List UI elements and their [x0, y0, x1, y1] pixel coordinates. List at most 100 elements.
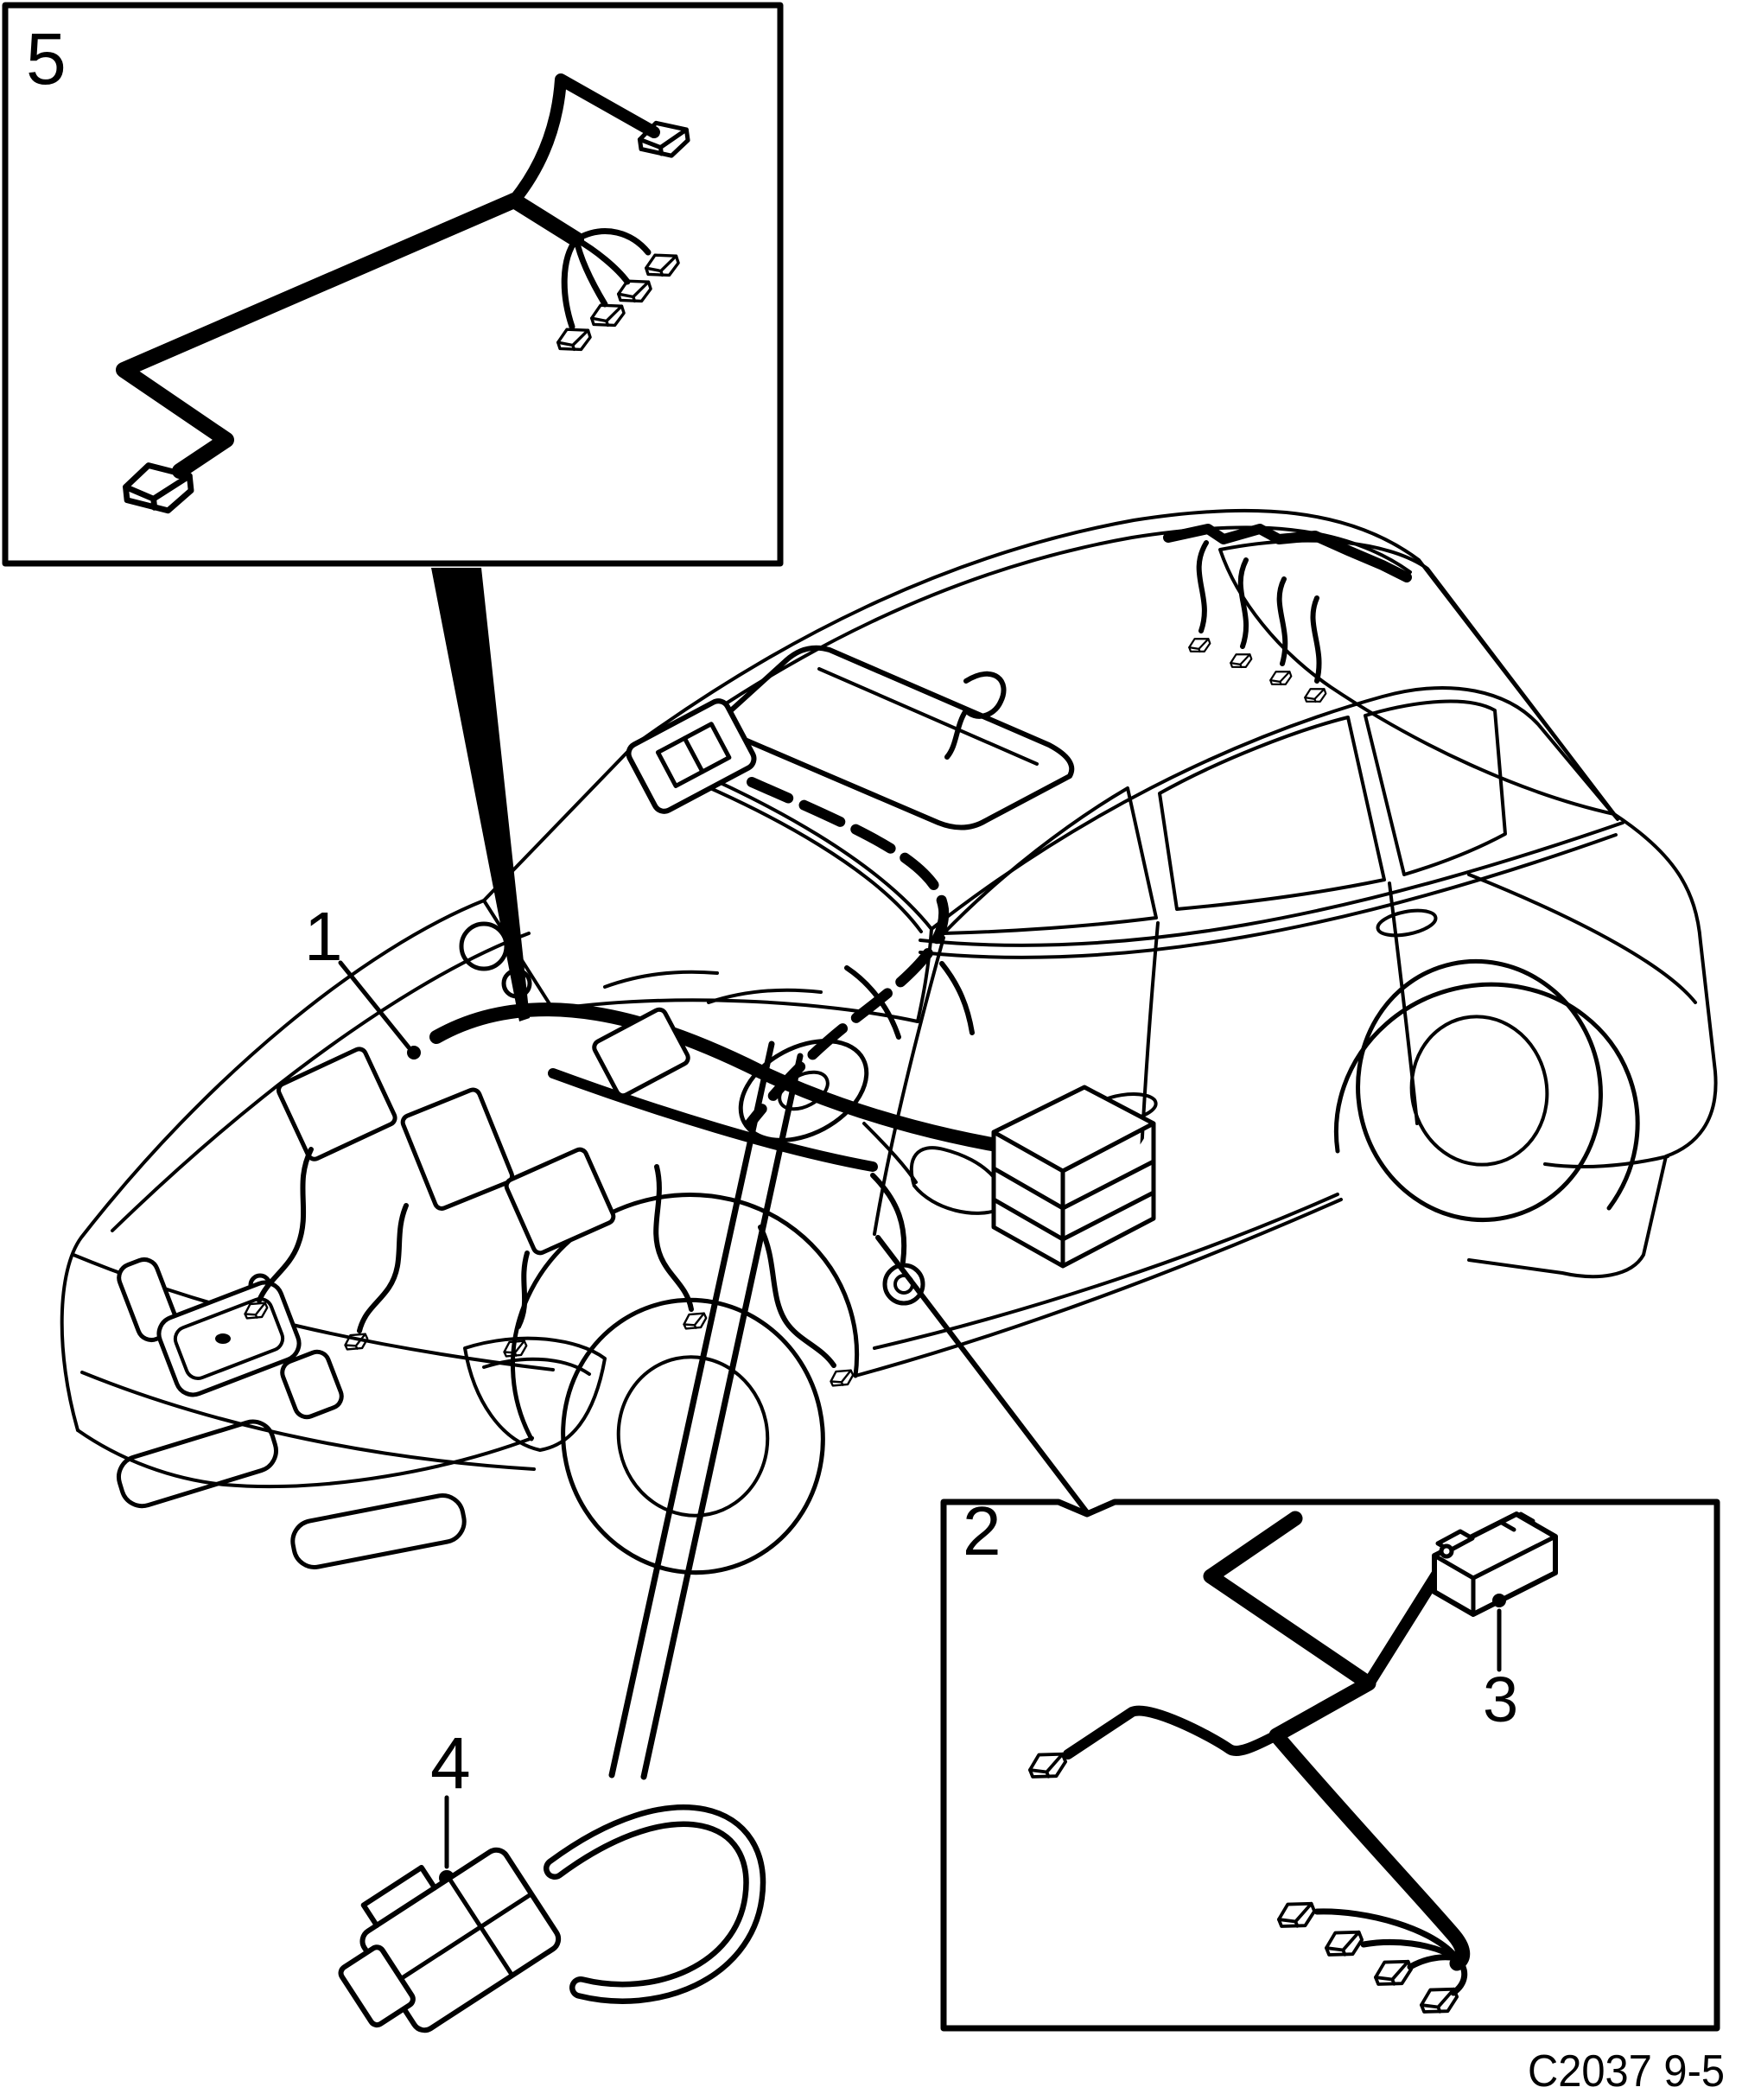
sunroof-front-edge-inner	[817, 667, 1039, 766]
bumper-intake-left	[117, 1419, 278, 1509]
harness-5-lead-3	[573, 236, 608, 308]
hood-crease	[111, 932, 531, 1232]
harness-5-trunk	[116, 193, 522, 479]
rear-door-window	[1158, 716, 1386, 911]
rear-harness-curls	[1196, 540, 1322, 684]
inset-box-5: 5	[2, 2, 784, 567]
relay-box-a	[276, 1047, 397, 1161]
relay-mount-hole	[1439, 1543, 1454, 1559]
cowl-harness-main	[429, 1002, 1083, 1163]
harness-2-lead-3	[1407, 1954, 1460, 1970]
front-wheel-arch	[510, 1193, 860, 1441]
harness-5-connector-b	[614, 273, 655, 309]
harness-2	[1024, 1511, 1558, 2021]
callout-1-leader	[338, 960, 411, 1050]
leader-car-to-box2	[875, 1235, 1090, 1515]
harness-2-connector-b	[1320, 1923, 1368, 1964]
engine-wire-4	[653, 1164, 694, 1312]
engine-wire-5	[758, 1225, 836, 1368]
door-top-rail	[930, 686, 1619, 931]
engine-bay-harness	[241, 921, 1156, 1392]
item-4-wire-loop-inner	[549, 1810, 760, 1999]
relay-box-d	[592, 1007, 690, 1098]
relay-box-b	[400, 1087, 515, 1211]
side-mirror	[909, 1146, 1006, 1215]
rear-wheel-arch	[1333, 982, 1640, 1211]
fuse-box	[991, 1085, 1156, 1269]
harness-2-trunk	[1203, 1511, 1471, 1971]
grille-end	[280, 1349, 344, 1420]
quarter-window	[1364, 699, 1507, 876]
wiper-arms	[603, 970, 823, 1004]
inset-box-2: 2	[940, 1492, 1720, 2032]
front-wheel	[510, 1193, 860, 1575]
engine-mini-connector-2	[341, 1328, 372, 1356]
cowl-line	[551, 998, 919, 1023]
callout-3: 3	[1483, 1594, 1518, 1735]
relay-body	[1432, 1511, 1558, 1617]
grommet-a	[459, 921, 509, 971]
harness-5-lead-2	[573, 236, 631, 285]
item-4-connector-nose	[338, 1944, 416, 2028]
grommet-c	[882, 1263, 925, 1306]
engine-wire-6	[870, 1173, 907, 1264]
front-door-front-seam	[873, 936, 945, 1236]
engine-mini-connector-4	[680, 1308, 710, 1335]
harness-2-lead-1	[1313, 1908, 1460, 1962]
callout-label-2: 2	[963, 1492, 1001, 1569]
roof-connector-3	[1267, 666, 1294, 690]
roof-connector-2	[1227, 649, 1255, 673]
engine-wire-1	[257, 1147, 314, 1303]
harness-2-lead-2	[1360, 1938, 1460, 1962]
a-pillar-harness	[745, 777, 950, 1129]
front-rim	[616, 1355, 770, 1518]
callout-1: 1	[304, 898, 421, 1060]
item-4-connector-latch	[360, 1864, 438, 1929]
sunroof-opening	[724, 645, 1075, 830]
roof-connector-1	[1186, 633, 1213, 658]
rear-bumper-line	[1543, 1155, 1669, 1168]
rear-rim	[1409, 1015, 1549, 1167]
harness-2-left-branch	[1063, 1705, 1281, 1760]
sunroof	[724, 645, 1075, 830]
roof-harness	[745, 524, 1412, 1129]
harness-5-lead-4	[561, 236, 580, 330]
item-4-connector	[338, 1847, 562, 2033]
roof-connector-4	[1301, 684, 1329, 708]
roof-console-divider	[682, 735, 705, 774]
relay-item-3	[1432, 1511, 1558, 1617]
rear-door-handle	[1376, 908, 1438, 938]
grille-inner	[173, 1297, 285, 1380]
harness-2-connector-a	[1273, 1894, 1320, 1936]
leader-box5-to-car	[431, 568, 530, 1021]
figure-caption: C2037 9-5	[1528, 2046, 1725, 2097]
callout-label-3: 3	[1483, 1664, 1518, 1735]
harness-5-trunk-end	[506, 193, 584, 247]
grille	[117, 1257, 344, 1420]
rear-tire	[1356, 958, 1603, 1223]
engine-mini-connector-5	[827, 1365, 857, 1392]
bumper-seam-lower	[80, 1371, 536, 1471]
front-door-window	[942, 786, 1158, 935]
beltline	[919, 821, 1624, 947]
inset-box-2-border	[940, 1499, 1720, 2032]
callout-1-dot	[407, 1046, 421, 1060]
car-drawing	[60, 508, 1718, 1575]
rear-window	[1218, 538, 1616, 816]
item-4: 4	[338, 1040, 804, 2033]
grille-emblem	[215, 1333, 231, 1344]
headlamp	[463, 1336, 607, 1452]
engine-wire-3	[516, 1250, 530, 1329]
cowl-harness-secondary	[548, 1068, 878, 1172]
sill-line	[854, 1198, 1343, 1378]
harness-5	[116, 73, 690, 515]
rear-header-harness	[1163, 524, 1412, 582]
harness-2-relay-branch	[1363, 1562, 1447, 1690]
bumper-intake-right	[290, 1493, 467, 1569]
relay-edges	[1432, 1534, 1558, 1617]
leader-to-item4-a	[608, 1040, 775, 1779]
leader-to-item4-b	[640, 1053, 804, 1780]
headlamp-lens-line	[482, 1357, 591, 1376]
callout-label-4: 4	[430, 1722, 471, 1804]
